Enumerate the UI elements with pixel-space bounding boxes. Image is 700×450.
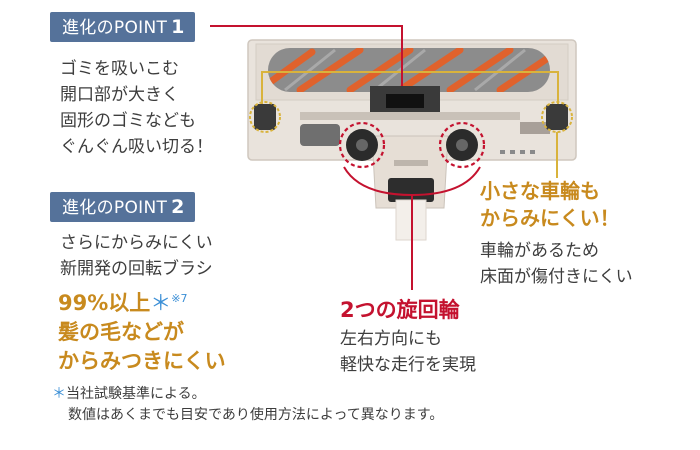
- point1-connector-line: [210, 25, 403, 86]
- point2-line: 新開発の回転ブラシ: [60, 259, 213, 279]
- point1-line: ゴミを吸いこむ: [60, 59, 179, 79]
- point2-line: さらにからみにくい: [60, 233, 213, 253]
- point2-badge-label: 進化のPOINT: [62, 198, 168, 218]
- brush-roller: [268, 48, 550, 92]
- point2-highlight: 99%以上＊※7 髪の毛などが からみつきにくい: [58, 284, 226, 376]
- small-wheels-title: 小さな車輪も からみにくい！: [480, 178, 620, 232]
- small-roller: [300, 124, 340, 146]
- small-wheels-title-line: からみにくい！: [480, 206, 620, 230]
- left-wheel-highlight: [249, 101, 281, 133]
- point1-line: 固形のゴミなども: [60, 111, 196, 131]
- point1-badge-label: 進化のPOINT: [62, 18, 168, 38]
- point1-line: 開口部が大きく: [60, 85, 179, 105]
- point2-highlight-line: からみつきにくい: [58, 349, 226, 373]
- point2-highlight-line: 髪の毛などが: [58, 320, 184, 344]
- point1-badge-number: 1: [171, 16, 185, 38]
- swivel-line: 軽快な走行を実現: [340, 355, 476, 375]
- small-wheels-line: 床面が傷付きにくい: [480, 267, 633, 287]
- point1-line: ぐんぐん吸い切る！: [60, 137, 213, 157]
- point1-description: ゴミを吸いこむ 開口部が大きく 固形のゴミなども ぐんぐん吸い切る！: [60, 56, 213, 160]
- point2-badge-number: 2: [171, 196, 185, 218]
- footnote-line2: 数値はあくまでも目安であり使用方法によって異なります。: [68, 407, 444, 423]
- right-wheel-highlight: [541, 101, 573, 133]
- swivel-title: 2つの旋回輪: [340, 298, 460, 322]
- right-swivel-highlight: [438, 121, 486, 169]
- point2-description: さらにからみにくい 新開発の回転ブラシ: [60, 230, 213, 282]
- small-wheels-description: 車輪があるため 床面が傷付きにくい: [480, 238, 633, 290]
- swivel-line: 左右方向にも: [340, 329, 442, 349]
- footnote: ＊当社試験基準による。 数値はあくまでも目安であり使用方法によって異なります。: [52, 384, 443, 426]
- small-wheels-line: 車輪があるため: [480, 241, 599, 261]
- right-small-wheel: [546, 104, 568, 130]
- point2-highlight-mark: ＊: [150, 291, 172, 315]
- point2-highlight-sup: ※7: [171, 292, 188, 305]
- swivel-description: 左右方向にも 軽快な走行を実現: [340, 326, 476, 378]
- point2-highlight-main: 99%以上: [58, 291, 151, 315]
- opening-guide-frame: [261, 71, 559, 118]
- neck-pivot: [388, 178, 434, 202]
- small-wheels-title-line: 小さな車輪も: [480, 179, 600, 203]
- left-swivel-highlight: [338, 121, 386, 169]
- footnote-mark: ＊: [52, 386, 66, 402]
- left-small-wheel: [254, 104, 276, 130]
- footnote-line1: 当社試験基準による。: [66, 386, 206, 402]
